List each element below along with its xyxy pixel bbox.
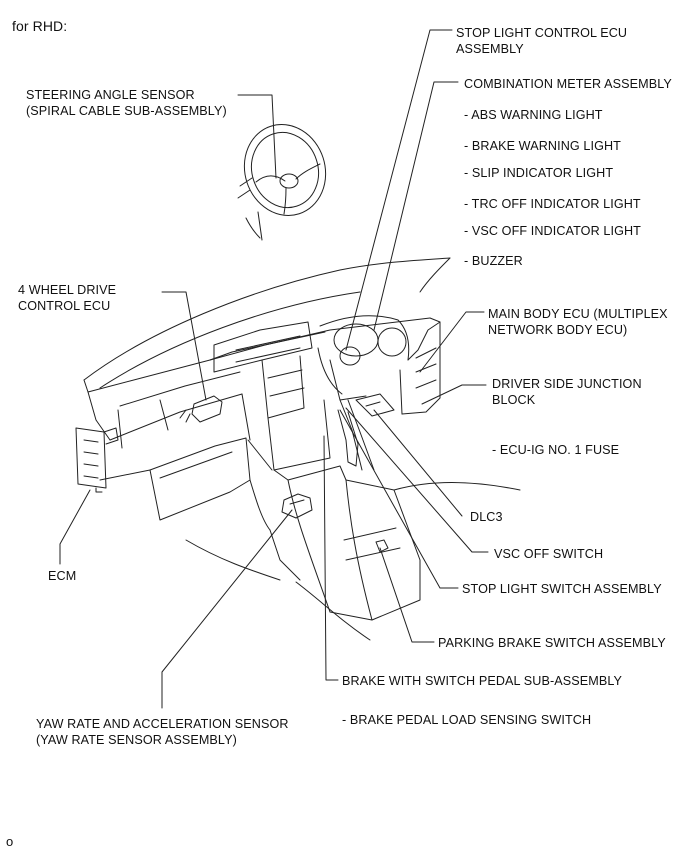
meter-item-buzzer: - BUZZER	[464, 254, 523, 268]
label-four-wd-ecu-line1: 4 WHEEL DRIVE	[18, 283, 117, 297]
meter-item-vsc-off: - VSC OFF INDICATOR LIGHT	[464, 224, 641, 238]
figure-code: o	[6, 834, 14, 849]
label-steering-angle-sensor-line2: (SPIRAL CABLE SUB-ASSEMBLY)	[26, 104, 227, 118]
instrument-panel-drawing	[83, 257, 521, 641]
label-dlc3: DLC3	[470, 510, 503, 524]
label-yaw-rate-sensor-line1: YAW RATE AND ACCELERATION SENSOR	[36, 717, 289, 731]
label-yaw-rate-sensor-line2: (YAW RATE SENSOR ASSEMBLY)	[36, 733, 237, 747]
label-main-body-ecu-line2: NETWORK BODY ECU)	[488, 323, 628, 337]
label-combination-meter: COMBINATION METER ASSEMBLY	[464, 77, 672, 91]
meter-item-slip-indicator: - SLIP INDICATOR LIGHT	[464, 166, 614, 180]
four-wd-ecu-drawing	[179, 395, 223, 423]
label-ecm: ECM	[48, 569, 77, 583]
steering-wheel-drawing	[237, 124, 327, 241]
label-driver-side-jb-line1: DRIVER SIDE JUNCTION	[492, 377, 642, 391]
label-parking-brake-switch: PARKING BRAKE SWITCH ASSEMBLY	[438, 636, 666, 650]
label-four-wd-ecu-line2: CONTROL ECU	[18, 299, 111, 313]
label-stop-light-switch: STOP LIGHT SWITCH ASSEMBLY	[462, 582, 662, 596]
variant-heading: for RHD:	[12, 18, 68, 34]
label-stop-light-control-ecu-line2: ASSEMBLY	[456, 42, 524, 56]
meter-item-abs-warning: - ABS WARNING LIGHT	[464, 108, 603, 122]
meter-item-trc-off: - TRC OFF INDICATOR LIGHT	[464, 197, 641, 211]
label-stop-light-control-ecu-line1: STOP LIGHT CONTROL ECU	[456, 26, 628, 40]
parking-brake-switch-drawing	[375, 539, 389, 553]
yaw-rate-sensor-drawing	[281, 493, 313, 519]
label-steering-angle-sensor-line1: STEERING ANGLE SENSOR	[26, 88, 195, 102]
label-driver-side-jb-line2: BLOCK	[492, 393, 536, 407]
label-brake-pedal: BRAKE WITH SWITCH PEDAL SUB-ASSEMBLY	[342, 674, 623, 688]
label-brake-pedal-load-switch: - BRAKE PEDAL LOAD SENSING SWITCH	[342, 713, 592, 727]
label-main-body-ecu-line1: MAIN BODY ECU (MULTIPLEX	[488, 307, 668, 321]
label-vsc-off-switch: VSC OFF SWITCH	[494, 547, 604, 561]
meter-item-brake-warning: - BRAKE WARNING LIGHT	[464, 139, 621, 153]
ecm-unit-drawing	[75, 427, 119, 493]
leader-lines	[59, 29, 489, 709]
label-ecu-ig-fuse: - ECU-IG NO. 1 FUSE	[492, 443, 620, 457]
